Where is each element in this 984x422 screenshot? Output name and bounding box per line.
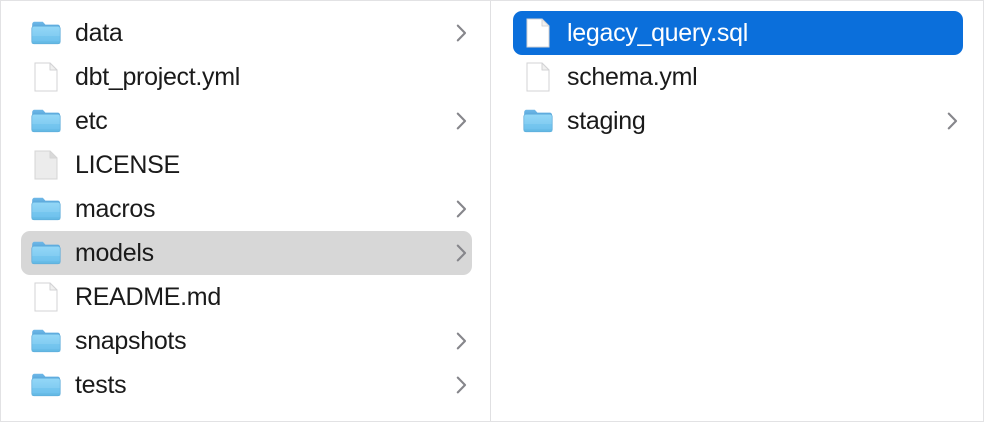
item-name-label: data bbox=[75, 19, 123, 47]
folder-row[interactable]: etc bbox=[21, 99, 472, 143]
folder-icon bbox=[31, 18, 61, 48]
chevron-right-icon-svg bbox=[456, 112, 466, 130]
folder-row[interactable]: tests bbox=[21, 363, 472, 407]
chevron-right-icon[interactable] bbox=[454, 199, 468, 219]
folder-icon-svg bbox=[31, 21, 61, 45]
folder-icon-svg bbox=[31, 109, 61, 133]
file-row[interactable]: README.md bbox=[21, 275, 472, 319]
chevron-right-icon-svg bbox=[456, 244, 466, 262]
folder-icon bbox=[31, 194, 61, 224]
document-icon-svg bbox=[34, 62, 58, 92]
document-icon bbox=[523, 18, 553, 48]
chevron-right-icon-svg bbox=[456, 376, 466, 394]
file-row[interactable]: schema.yml bbox=[513, 55, 963, 99]
item-name-label: legacy_query.sql bbox=[567, 19, 748, 47]
item-name-label: models bbox=[75, 239, 154, 267]
folder-icon-svg bbox=[31, 197, 61, 221]
item-name-label: staging bbox=[567, 107, 646, 135]
document-icon bbox=[31, 282, 61, 312]
folder-row[interactable]: staging bbox=[513, 99, 963, 143]
folder-icon-svg bbox=[31, 329, 61, 353]
file-row[interactable]: dbt_project.yml bbox=[21, 55, 472, 99]
file-row[interactable]: legacy_query.sql bbox=[513, 11, 963, 55]
chevron-right-icon[interactable] bbox=[454, 23, 468, 43]
document-gray-icon bbox=[31, 150, 61, 180]
document-icon bbox=[523, 62, 553, 92]
item-name-label: etc bbox=[75, 107, 108, 135]
chevron-right-icon-svg bbox=[947, 112, 957, 130]
folder-row[interactable]: data bbox=[21, 11, 472, 55]
folder-icon bbox=[31, 106, 61, 136]
chevron-right-icon[interactable] bbox=[945, 111, 959, 131]
document-icon-svg bbox=[526, 18, 550, 48]
document-icon-svg bbox=[526, 62, 550, 92]
item-name-label: macros bbox=[75, 195, 156, 223]
folder-row[interactable]: models bbox=[21, 231, 472, 275]
folder-icon bbox=[523, 106, 553, 136]
chevron-right-icon-svg bbox=[456, 332, 466, 350]
chevron-right-icon[interactable] bbox=[454, 375, 468, 395]
item-name-label: LICENSE bbox=[75, 151, 180, 179]
item-name-label: README.md bbox=[75, 283, 221, 311]
item-name-label: tests bbox=[75, 371, 127, 399]
chevron-right-icon-svg bbox=[456, 200, 466, 218]
folder-icon-svg bbox=[523, 109, 553, 133]
folder-icon bbox=[31, 326, 61, 356]
chevron-right-icon[interactable] bbox=[454, 243, 468, 263]
chevron-right-icon-svg bbox=[456, 24, 466, 42]
chevron-right-icon[interactable] bbox=[454, 331, 468, 351]
document-icon-svg bbox=[34, 150, 58, 180]
document-icon-svg bbox=[34, 282, 58, 312]
folder-row[interactable]: macros bbox=[21, 187, 472, 231]
item-name-label: schema.yml bbox=[567, 63, 698, 91]
folder-icon bbox=[31, 370, 61, 400]
item-name-label: dbt_project.yml bbox=[75, 63, 241, 91]
folder-row[interactable]: snapshots bbox=[21, 319, 472, 363]
folder-icon-svg bbox=[31, 241, 61, 265]
document-icon bbox=[31, 62, 61, 92]
folder-icon bbox=[31, 238, 61, 268]
item-name-label: snapshots bbox=[75, 327, 187, 355]
file-browser-column-child[interactable]: legacy_query.sql schema.yml staging bbox=[491, 1, 983, 421]
folder-icon-svg bbox=[31, 373, 61, 397]
file-row[interactable]: LICENSE bbox=[21, 143, 472, 187]
chevron-right-icon[interactable] bbox=[454, 111, 468, 131]
